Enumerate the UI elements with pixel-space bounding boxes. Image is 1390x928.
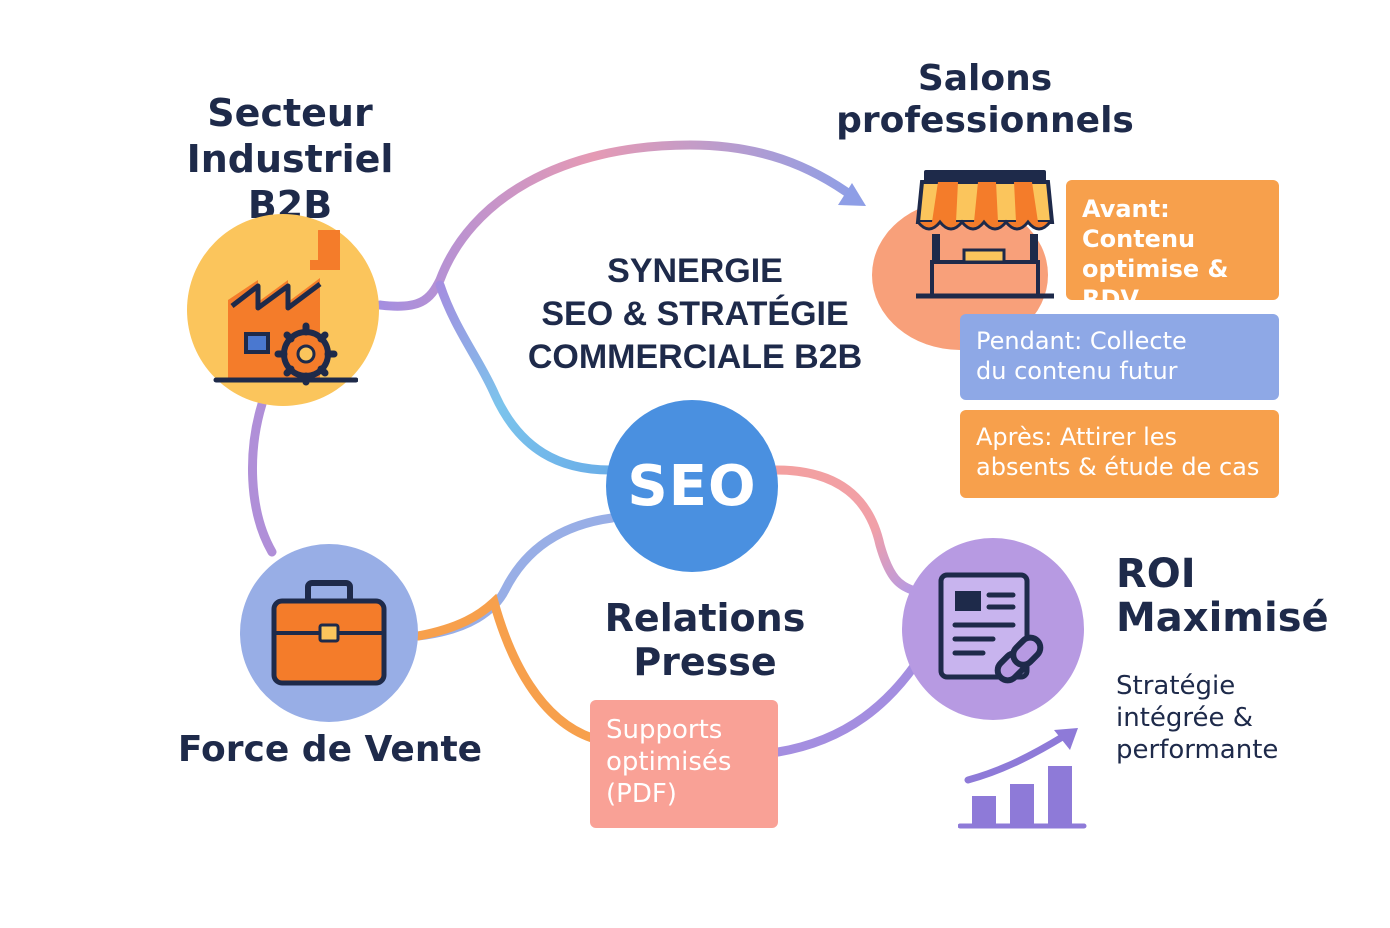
press-title: Relations Presse bbox=[590, 596, 820, 684]
arc-seo-sales bbox=[413, 513, 617, 641]
trade-shows-during-box: Pendant: Collecte du contenu futur bbox=[960, 314, 1279, 400]
trade-shows-title-line: professionnels bbox=[836, 100, 1134, 141]
arc-industry-salons bbox=[375, 140, 860, 311]
roi-description: Stratégie intégrée & performante bbox=[1116, 670, 1376, 766]
press-title-line: Relations bbox=[604, 596, 806, 640]
hub-title-line: SEO & STRATÉGIE bbox=[541, 295, 849, 333]
after-line: absents & étude de cas bbox=[976, 453, 1260, 481]
supports-line: (PDF) bbox=[606, 779, 677, 809]
arrow-head-salons bbox=[838, 183, 866, 206]
market-stall-icon bbox=[915, 170, 1055, 299]
seo-node: SEO bbox=[606, 400, 778, 572]
roi-node bbox=[902, 538, 1084, 720]
roi-title: ROI Maximisé bbox=[1116, 552, 1366, 640]
trade-shows-title: Salons professionnels bbox=[830, 58, 1140, 142]
before-line: optimise & RDV bbox=[1082, 255, 1229, 313]
roi-desc-line: performante bbox=[1116, 735, 1279, 765]
after-line: Après: Attirer les bbox=[976, 423, 1177, 451]
industry-title-line: Secteur bbox=[207, 91, 373, 135]
during-line: du contenu futur bbox=[976, 357, 1178, 385]
roi-title-line: ROI bbox=[1116, 551, 1196, 597]
arc-industry-seo bbox=[435, 280, 615, 475]
roi-title-line: Maximisé bbox=[1116, 595, 1329, 641]
trade-shows-title-line: Salons bbox=[917, 58, 1053, 99]
during-line: Pendant: Collecte bbox=[976, 327, 1187, 355]
arc-supports-roi bbox=[773, 660, 920, 757]
sales-force-title: Force de Vente bbox=[177, 729, 483, 770]
roi-desc-line: Stratégie bbox=[1116, 671, 1236, 701]
press-title-line: Presse bbox=[633, 640, 777, 684]
seo-label: SEO bbox=[627, 453, 757, 519]
arc-seo-roi bbox=[771, 465, 917, 595]
industry-node bbox=[187, 214, 379, 406]
factory-gear-icon bbox=[213, 230, 358, 386]
before-line: Contenu bbox=[1082, 225, 1196, 253]
roi-desc-line: intégrée & bbox=[1116, 703, 1254, 733]
sales-force-node bbox=[240, 544, 418, 722]
supports-line: optimisés bbox=[606, 747, 732, 777]
growth-bar-chart-icon bbox=[958, 728, 1087, 829]
hub-title-line: COMMERCIALE B2B bbox=[527, 338, 863, 376]
supports-line: Supports bbox=[606, 715, 723, 745]
hub-title-line: SYNERGIE bbox=[607, 252, 783, 290]
briefcase-icon bbox=[271, 580, 387, 686]
arc-industry-sales bbox=[248, 399, 277, 557]
before-line: Avant: bbox=[1082, 195, 1170, 223]
press-supports-box: Supports optimisés (PDF) bbox=[590, 700, 778, 828]
trade-shows-before-box: Avant: Contenu optimise & RDV bbox=[1066, 180, 1279, 313]
arc-sales-supports bbox=[413, 593, 597, 743]
trade-shows-after-box: Après: Attirer les absents & étude de ca… bbox=[960, 410, 1279, 498]
industry-title: Secteur Industriel B2B bbox=[140, 90, 440, 228]
document-link-icon bbox=[938, 572, 1044, 684]
hub-title: SYNERGIE SEO & STRATÉGIE COMMERCIALE B2B bbox=[470, 250, 920, 379]
